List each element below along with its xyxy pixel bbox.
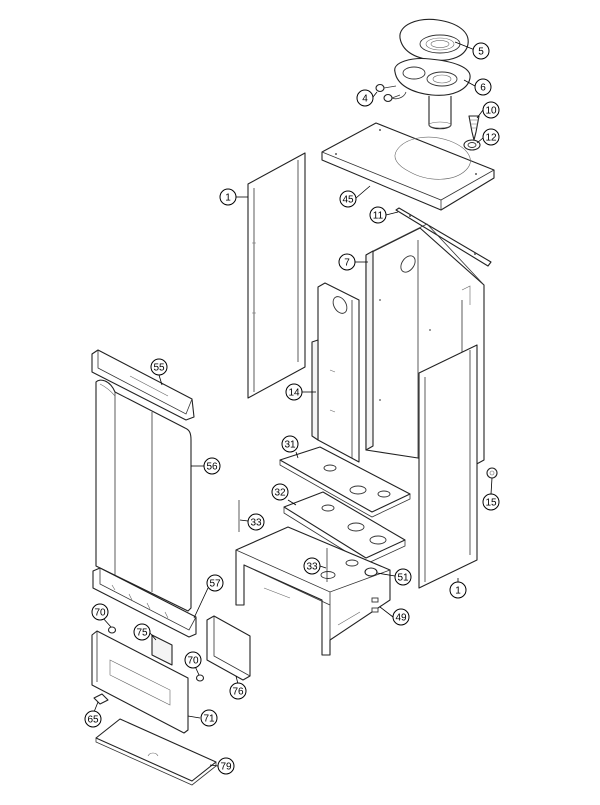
callout-71: 71 [200, 709, 218, 727]
part-inner-side-panel [311, 282, 360, 463]
callout-4: 4 [356, 89, 374, 107]
callout-label: 7 [344, 258, 350, 269]
part-lower-cover [91, 630, 189, 734]
callout-label: 57 [209, 579, 221, 590]
callout-51: 51 [394, 568, 412, 586]
callout-label: 14 [288, 388, 300, 399]
callout-label: 11 [373, 211, 384, 222]
callout-65: 65 [84, 710, 102, 728]
part-upper-trim [91, 349, 195, 421]
callout-label: 70 [94, 608, 106, 619]
callout-76: 76 [229, 682, 247, 700]
callout-45: 45 [339, 190, 357, 208]
part-clips [107, 626, 205, 682]
callout-label: 1 [455, 586, 461, 597]
part-top-strip [395, 207, 492, 267]
part-flue-cap [399, 18, 469, 61]
callout-label: 15 [485, 498, 497, 509]
callout-56: 56 [203, 457, 221, 475]
callout-label: 49 [395, 613, 407, 624]
part-tray-upper [279, 446, 411, 518]
callout-14: 14 [285, 383, 303, 401]
callout-label: 76 [232, 687, 244, 698]
callout-70-left: 70 [91, 603, 109, 621]
callout-label: 33 [306, 562, 318, 573]
callout-32: 32 [271, 483, 289, 501]
callout-57: 57 [206, 574, 224, 592]
callout-1-left-panel: 1 [219, 188, 237, 206]
part-flue-turret [391, 58, 471, 130]
part-plug [486, 467, 498, 479]
callout-1-right-panel: 1 [449, 581, 467, 599]
part-grommet [463, 139, 481, 151]
callout-label: 45 [342, 195, 354, 206]
callout-15: 15 [482, 493, 500, 511]
part-lower-trim [92, 567, 197, 638]
callout-75: 75 [133, 623, 151, 641]
callout-label: 31 [284, 440, 296, 451]
part-tray-lower [283, 491, 406, 565]
callout-label: 65 [87, 715, 99, 726]
part-rods [238, 500, 328, 582]
callout-label: 10 [485, 106, 497, 117]
callout-79: 79 [217, 757, 235, 775]
part-fitting [364, 567, 378, 577]
callout-label: 79 [220, 762, 232, 773]
callout-label: 6 [480, 83, 486, 94]
callout-49: 49 [392, 608, 410, 626]
part-side-bracket [206, 615, 251, 681]
callout-label: 56 [206, 462, 218, 473]
callout-label: 33 [250, 518, 262, 529]
part-latch [93, 693, 109, 705]
callout-label: 32 [274, 488, 286, 499]
callout-10: 10 [482, 101, 500, 119]
callout-31: 31 [281, 435, 299, 453]
part-bottom-plate [95, 718, 217, 786]
callout-label: 12 [485, 133, 497, 144]
callout-label: 75 [136, 628, 148, 639]
callout-label: 55 [153, 363, 165, 374]
callout-label: 51 [397, 573, 409, 584]
part-sensor-probe [468, 115, 480, 141]
part-display-window [151, 634, 173, 666]
part-right-side-panel [418, 344, 478, 589]
part-front-door [95, 379, 192, 612]
callout-33-lower: 33 [303, 557, 321, 575]
part-left-side-panel [247, 152, 306, 399]
callout-label: 71 [203, 714, 215, 725]
callout-label: 70 [187, 656, 199, 667]
callout-12: 12 [482, 128, 500, 146]
callout-11: 11 [369, 206, 387, 224]
part-screws [375, 83, 401, 103]
callout-5: 5 [472, 42, 490, 60]
callout-label: 5 [478, 47, 484, 58]
callout-55: 55 [150, 358, 168, 376]
part-top-panel [321, 122, 495, 211]
callout-label: 1 [225, 193, 231, 204]
callout-33-upper: 33 [247, 513, 265, 531]
callout-6: 6 [474, 78, 492, 96]
part-base-frame [235, 526, 391, 656]
callout-label: 4 [362, 94, 368, 105]
callout-7: 7 [338, 253, 356, 271]
callout-70-right: 70 [184, 651, 202, 669]
